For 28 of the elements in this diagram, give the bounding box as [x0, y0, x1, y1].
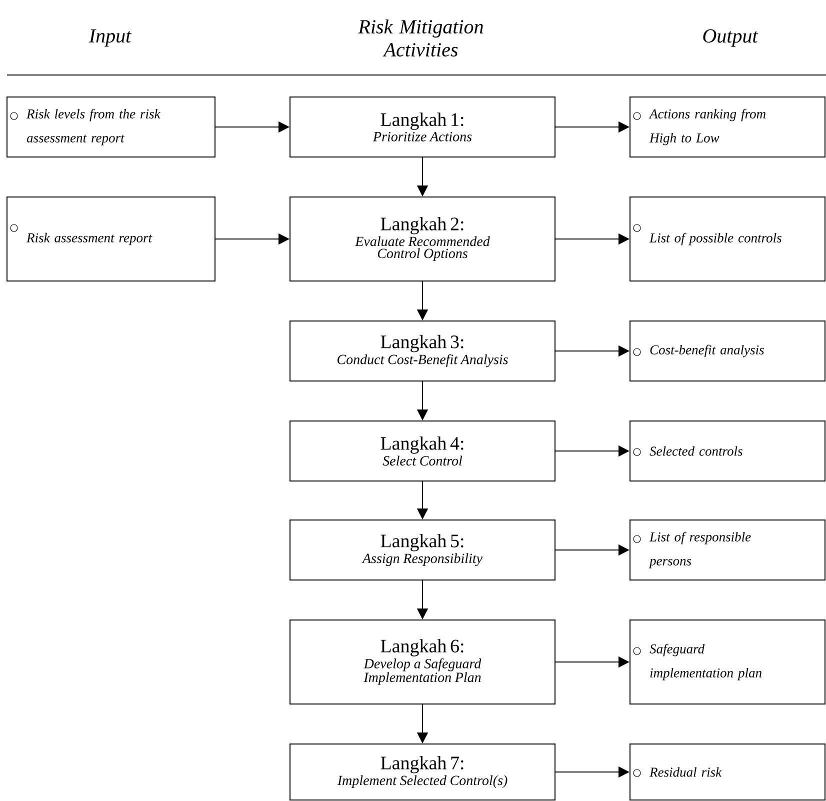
output-box	[630, 744, 826, 800]
output-box	[630, 96, 826, 158]
input-box	[6, 196, 216, 282]
column-heading: Output	[703, 29, 758, 47]
list-item: Actions ranking from High to Low	[648, 108, 766, 146]
step-box: Langkah 4: Select Control	[290, 420, 556, 482]
list-item: Residual risk	[649, 767, 722, 777]
step-box: Langkah 2: Evaluate Recommended Control Options	[290, 196, 556, 282]
output-box	[630, 196, 826, 282]
output-box	[630, 620, 826, 704]
list-item: List of possible controls	[649, 232, 782, 246]
output-box	[630, 420, 826, 482]
column-heading: Input	[88, 29, 132, 47]
step-box: Langkah 5: Assign Responsibility	[290, 520, 556, 580]
list-item: List of responsible persons	[648, 532, 751, 568]
list-item: Safeguard implementation plan	[650, 644, 762, 680]
output-box	[630, 520, 826, 580]
step-box: Langkah 6: Develop a Safeguard Implementation Plan	[290, 620, 556, 704]
step-box: Langkah 1: Prioritize Actions	[290, 96, 556, 158]
output-box	[630, 320, 826, 382]
step-box: Langkah 3: Conduct Cost-Benefit Analysis	[290, 320, 556, 382]
list-item: Cost-benefit analysis	[650, 344, 764, 358]
input-box	[6, 96, 216, 158]
list-item: Risk assessment report	[26, 232, 152, 246]
list-item: Risk levels from the risk assessment report	[26, 108, 160, 146]
step-box: Langkah 7: Implement Selected Control(s)	[290, 744, 556, 800]
list-item: Selected controls	[650, 446, 742, 456]
column-heading: Risk Mitigation Activities	[358, 19, 483, 57]
